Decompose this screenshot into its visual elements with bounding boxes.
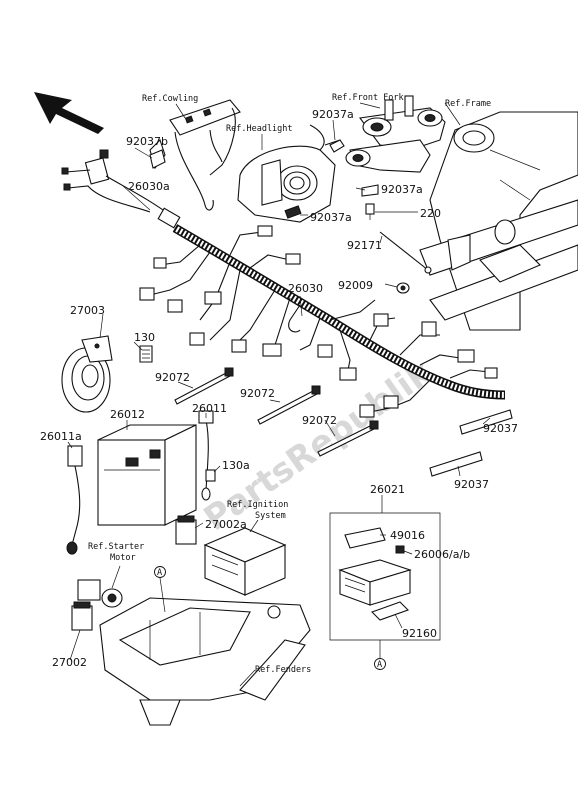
ignition-unit-part — [203, 527, 287, 596]
part-label-130a: 130a — [222, 459, 250, 472]
ref-frame-label: Ref.Frame — [445, 99, 491, 109]
clamp-92037b-part — [149, 149, 166, 169]
part-label-49016: 49016 — [390, 529, 425, 542]
reference-labels: Ref.Cowling Ref.Headlight Ref.Front Fork… — [88, 93, 491, 675]
main-harness-part — [139, 224, 506, 418]
part-label-92009: 92009 — [338, 279, 373, 292]
part-label-130: 130 — [134, 331, 155, 344]
frame-part — [419, 111, 578, 331]
bolt-220-part — [365, 203, 375, 220]
front-fork-part — [345, 95, 446, 173]
callout-a-right: A — [374, 640, 386, 670]
horn-part — [61, 335, 113, 413]
relay-27002-part — [71, 601, 93, 631]
part-label-92037a: 92037a — [310, 211, 352, 224]
part-label-92037a: 92037a — [312, 108, 354, 121]
part-label-92171: 92171 — [347, 239, 382, 252]
ref-front-fork-label: Ref.Front Fork — [332, 93, 404, 103]
part-label-220: 220 — [420, 207, 441, 220]
bolt-130-part — [139, 345, 153, 363]
part-label-27003: 27003 — [70, 304, 105, 317]
part-label-92072: 92072 — [240, 387, 275, 400]
direction-arrow-icon — [34, 92, 104, 134]
part-label-26011: 26011 — [192, 402, 227, 415]
ref-fenders-label: Ref.Fenders — [255, 665, 311, 675]
part-label-92037: 92037 — [483, 422, 518, 435]
part-label-92072: 92072 — [155, 371, 190, 384]
battery-cable-26011-part — [198, 410, 214, 501]
plate-92037-part — [429, 409, 513, 477]
headlight-part — [237, 124, 341, 223]
battery-cable-26011a-part — [66, 445, 83, 555]
ref-headlight-label: Ref.Headlight — [226, 124, 293, 134]
relay-27002a-part — [175, 515, 197, 545]
ref-starter-label-2: Motor — [110, 553, 136, 563]
part-label-26012: 26012 — [110, 408, 145, 421]
part-label-92072: 92072 — [302, 414, 337, 427]
svg-text:A: A — [157, 568, 162, 578]
part-label-26021: 26021 — [370, 483, 405, 496]
part-label-27002: 27002 — [52, 656, 87, 669]
part-label-92037b: 92037b — [126, 135, 168, 148]
ref-starter-label: Ref.Starter — [88, 542, 144, 552]
battery-part — [97, 424, 197, 526]
fender-tray-part — [99, 597, 311, 726]
part-label-92037a: 92037a — [381, 183, 423, 196]
part-label-92037: 92037 — [454, 478, 489, 491]
part-label-26030: 26030 — [288, 282, 323, 295]
connector-26030a-part — [61, 149, 181, 229]
part-label-27002a: 27002a — [205, 518, 247, 531]
cable-tie-92072-part — [174, 367, 379, 457]
fuse-box-group-part — [329, 512, 441, 641]
part-number-labels: 92037b 92037a 26030a 92037a 92037a 220 9… — [40, 108, 518, 669]
grommet-92009-part — [396, 282, 410, 294]
watermark: PartsRepublik — [197, 352, 441, 539]
part-label-92160: 92160 — [402, 627, 437, 640]
part-label-26011a: 26011a — [40, 430, 82, 443]
part-label-26006: 26006/a/b — [414, 548, 470, 561]
ref-ignition-label: Ref.Ignition — [227, 500, 288, 510]
clamp-92037a-part — [329, 139, 379, 197]
ref-ignition-label-2: System — [255, 511, 286, 521]
bolt-130a-part — [205, 469, 216, 482]
leader-lines — [67, 102, 491, 687]
strap-92171-part — [379, 231, 432, 274]
callout-a-left: A — [154, 566, 166, 613]
svg-text:A: A — [377, 660, 382, 670]
starter-relay-part — [77, 579, 123, 608]
ref-cowling-label: Ref.Cowling — [142, 94, 198, 104]
part-label-26030a: 26030a — [128, 180, 170, 193]
